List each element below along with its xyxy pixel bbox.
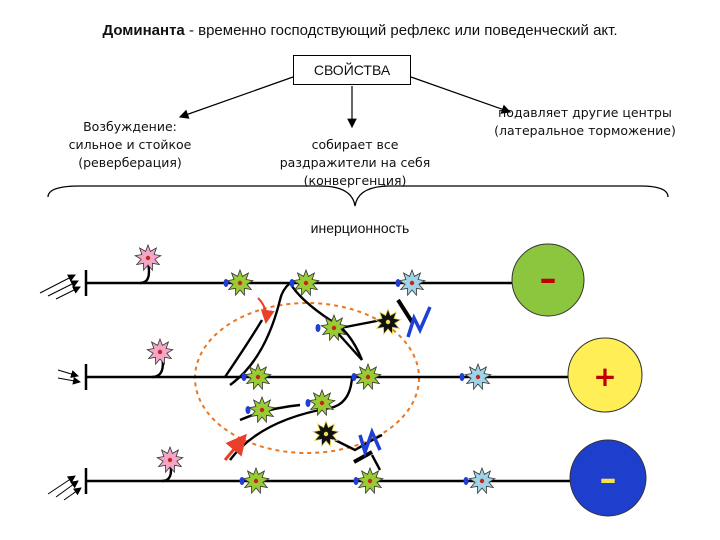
effector-sign-bottom: – [600,459,617,499]
effector-bottom-inhibited [569,439,647,517]
stimulus-arrows [39,274,82,501]
arrow-to-lateral-inhibition [410,76,512,114]
neuron-nucleus [303,280,309,286]
synapse-terminal [463,477,469,485]
synapse-terminal [245,406,251,414]
property-reverberation: Возбуждение: сильное и стойкое (ревербер… [40,118,220,172]
neuron-nucleus [145,255,151,261]
inhibition-zigzag-top [406,306,432,338]
title-term: Доминанта [102,22,185,39]
property-line: собирает все [311,137,399,152]
neural-pathways [86,262,580,483]
property-line: Возбуждение: [83,119,177,134]
properties-box: СВОЙСТВА [293,55,411,85]
neuron-nucleus [365,374,371,380]
neurons [134,243,496,495]
neuron-nucleus [319,400,325,406]
property-line: сильное и стойкое [68,137,192,152]
inhibition-zigzag-bottom [358,427,382,458]
neuron-nucleus [323,431,329,437]
neuron-nucleus [367,478,373,484]
neuron-nucleus [237,280,243,286]
effector-sign-top: – [540,259,557,299]
synapse-terminal [239,477,245,485]
property-lateral-inhibition: подавляет другие центры (латеральное тор… [470,104,700,140]
inhibitory-bars [353,298,414,464]
neuron-nucleus [253,478,259,484]
curly-brace [47,185,669,207]
arrow-to-reverberation [178,76,294,119]
neuron-nucleus [157,349,163,355]
synapse-terminal [459,373,465,381]
title-definition: - временно господствующий рефлекс или по… [184,22,618,39]
property-line: (латеральное торможение) [494,123,676,138]
neuron-nucleus [385,319,391,325]
synapses [223,279,469,485]
synapse-terminal [241,373,247,381]
property-line: (реверберация) [78,155,182,170]
neuron-nucleus [331,325,337,331]
synapse-terminal [305,399,311,407]
neuron-nucleus [167,457,173,463]
neuron-nucleus [259,407,265,413]
synapse-terminal [353,477,359,485]
neuron-nucleus [409,280,415,286]
synapse-terminal [351,373,357,381]
page-title: Доминанта - временно господствующий рефл… [0,22,720,39]
red-arrow-top [257,297,275,324]
synapse-terminal [223,279,229,287]
property-line: (конвергенция) [303,173,407,188]
synapse-terminal [289,279,295,287]
neuron-nucleus [255,374,261,380]
effector-top-inhibited [511,243,585,317]
red-arrow-bottom [223,433,247,461]
inertia-label: инерционность [310,220,410,236]
property-convergence: собирает все раздражители на себя (конве… [260,136,450,190]
neuron-nucleus [475,374,481,380]
synapse-terminal [315,324,321,332]
effector-middle-excited [567,337,643,413]
effector-sign-middle: + [593,360,616,393]
property-line: подавляет другие центры [498,105,672,120]
synapse-terminal [395,279,401,287]
neuron-nucleus [479,478,485,484]
property-line: раздражители на себя [279,155,431,170]
